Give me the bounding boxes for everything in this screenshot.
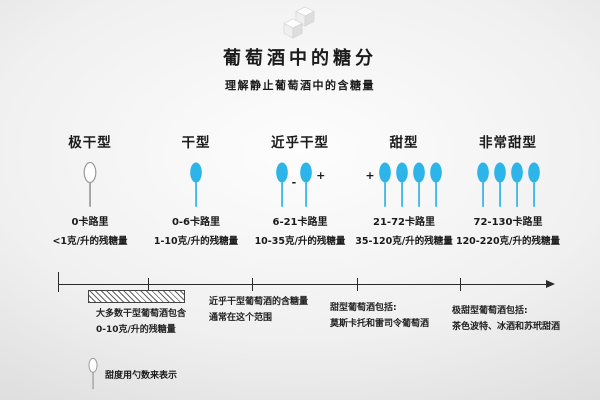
note-text: 0-10克/升的残糖量: [96, 325, 176, 336]
spoon-row: [36, 162, 144, 212]
note-sweet-examples: 甜型葡萄酒包括: 莫斯卡托和雷司令葡萄酒: [330, 300, 429, 332]
category-name: 甜型: [389, 135, 419, 151]
spoon-row: +: [350, 162, 458, 212]
axis-tick: [460, 278, 461, 291]
axis-tick: [148, 278, 149, 291]
category-very-sweet: 非常甜型 72-130卡路里 120-220克/升的残糖量: [454, 131, 562, 247]
page-subtitle: 理解静止葡萄酒中的含糖量: [225, 79, 375, 92]
note-text: 极甜型葡萄酒包括:: [452, 306, 528, 316]
spoon-icon: [527, 162, 540, 207]
category-residual-sugar: 1-10克/升的残糖量: [153, 236, 239, 247]
spoon-icon: [395, 162, 408, 207]
note-very-sweet-examples: 极甜型葡萄酒包括: 茶色波特、冰酒和苏玳甜酒: [452, 303, 560, 335]
note-text: 莫斯卡托和雷司令葡萄酒: [330, 319, 430, 330]
plus-sign: +: [316, 169, 326, 182]
category-dry: 干型 0-6卡路里 1-10克/升的残糖量: [142, 131, 250, 247]
note-dry-range: 大多数干型葡萄酒包含 0-10克/升的残糖量: [96, 306, 186, 338]
category-calories: 6-21卡路里: [272, 217, 328, 228]
spoon-icon: [412, 162, 425, 207]
sugar-cubes-graphic: [283, 6, 315, 39]
sugar-cubes-icon: [278, 5, 322, 45]
category-residual-sugar: 35-120克/升的残糖量: [355, 236, 453, 247]
dry-range-hatch-box: [88, 290, 185, 303]
legend-label: 甜度用勺数来表示: [105, 370, 178, 381]
spoon-icon: [88, 358, 98, 390]
spoon-icon: [378, 162, 391, 207]
spoon-icon: [300, 162, 312, 207]
category-name: 干型: [181, 135, 211, 151]
note-text: 近乎干型葡萄酒的含糖量: [209, 297, 309, 307]
legend: 甜度用勺数来表示: [88, 358, 177, 390]
axis-tick: [357, 278, 358, 291]
category-calories: 72-130卡路里: [473, 217, 543, 228]
spoon-icon: [190, 162, 202, 207]
axis-tick: [252, 278, 253, 291]
spoon-icon: [510, 162, 523, 207]
note-text: 茶色波特、冰酒和苏玳甜酒: [452, 322, 561, 333]
spoon-icon: [83, 162, 97, 207]
category-residual-sugar: 120-220克/升的残糖量: [455, 236, 561, 247]
category-calories: 21-72卡路里: [373, 217, 435, 228]
category-name: 极干型: [68, 135, 112, 151]
category-residual-sugar: <1克/升的残糖量: [52, 236, 128, 247]
plus-sign: +: [365, 169, 375, 182]
spoon-icon: [275, 162, 288, 207]
note-off-dry-range: 近乎干型葡萄酒的含糖量 通常在这个范围: [209, 294, 308, 326]
spoon-icon: [493, 162, 506, 207]
spoon-icon: [476, 162, 489, 207]
minus-sign: -: [291, 176, 297, 189]
category-calories: 0-6卡路里: [171, 217, 221, 228]
note-text: 大多数干型葡萄酒包含: [96, 309, 187, 319]
sugar-axis: [58, 284, 548, 285]
category-off-dry: 近乎干型 -+ 6-21卡路里 10-35克/升的残糖量: [246, 131, 354, 247]
category-calories: 0卡路里: [71, 217, 109, 228]
note-text: 甜型葡萄酒包括:: [330, 303, 397, 313]
category-bone-dry: 极干型 0卡路里 <1克/升的残糖量: [36, 131, 144, 247]
page-title: 葡萄酒中的糖分: [223, 48, 377, 69]
category-residual-sugar: 10-35克/升的残糖量: [254, 236, 346, 247]
axis-arrow-icon: [546, 280, 555, 288]
spoon-row: -+: [246, 162, 354, 212]
category-name: 近乎干型: [271, 135, 329, 151]
category-name: 非常甜型: [479, 135, 537, 151]
note-text: 通常在这个范围: [209, 313, 273, 324]
category-sweet: 甜型 + 21-72卡路里 35-120克/升的残糖量: [350, 131, 458, 247]
spoon-icon: [429, 162, 442, 207]
spoon-row: [454, 162, 562, 212]
spoon-row: [142, 162, 250, 212]
axis-tick: [58, 272, 59, 292]
